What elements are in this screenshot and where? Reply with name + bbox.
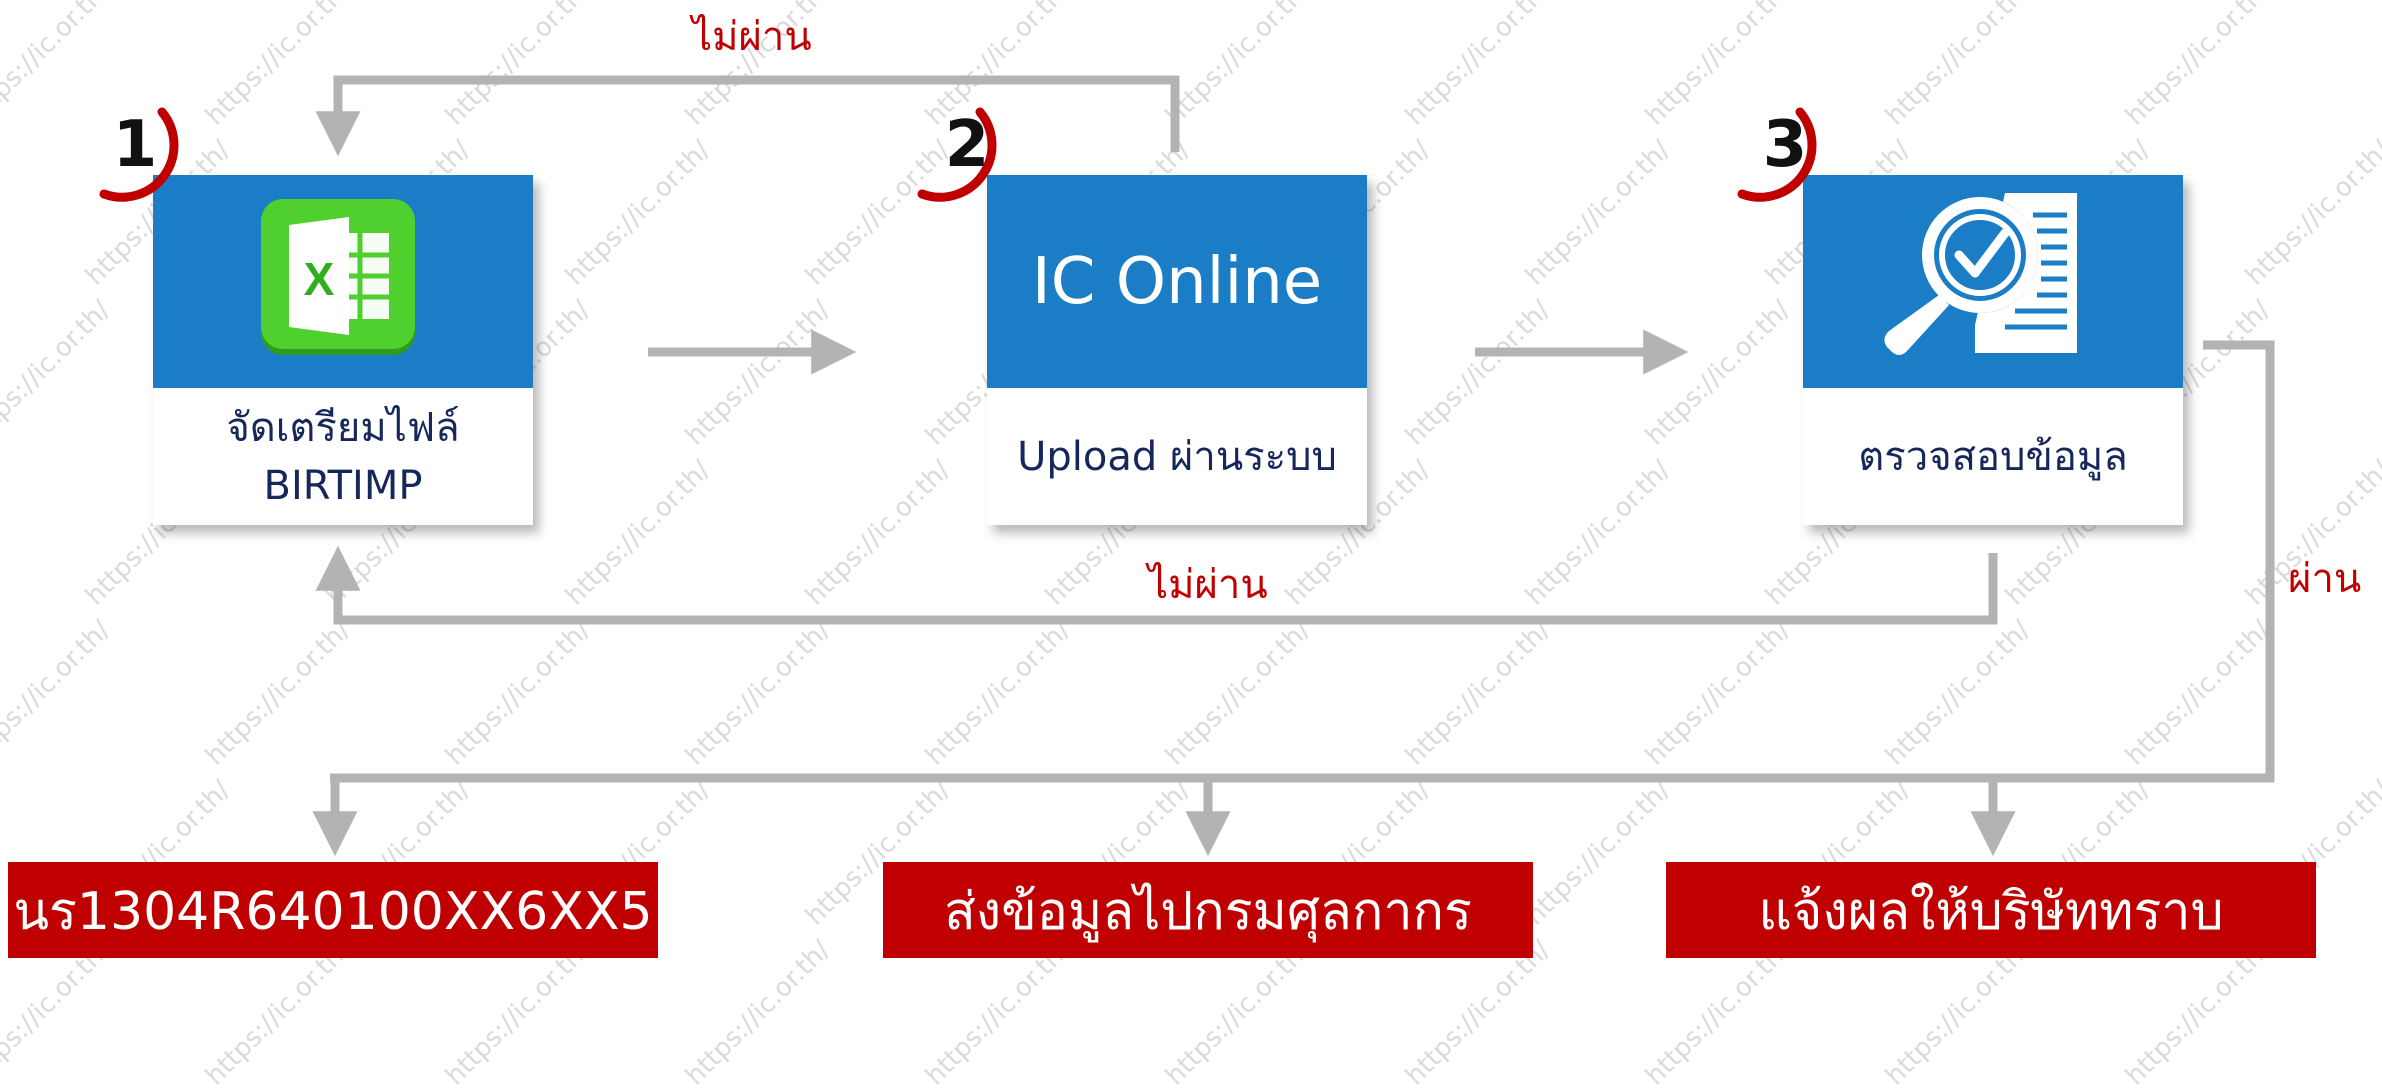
step-1-number: 1	[112, 108, 158, 182]
step-2-card: IC Online Upload ผ่านระบบ	[987, 175, 1367, 525]
output-box-3: แจ้งผลให้บริษัททราบ	[1666, 862, 2316, 958]
edge-label-fail-bottom: ไม่ผ่าน	[1148, 562, 1268, 608]
step-3-card-header	[1803, 175, 2183, 388]
step-1-arc	[99, 107, 179, 202]
watermark-text: https://ic.or.th/	[0, 935, 117, 1091]
watermark-text: https://ic.or.th/	[1880, 935, 2037, 1091]
step-2-card-header: IC Online	[987, 175, 1367, 388]
watermark-text: https://ic.or.th/	[1160, 935, 1317, 1091]
output-box-1-label: นร1304R640100XX6XX5	[13, 881, 653, 942]
edge-label-fail-top: ไม่ผ่าน	[692, 14, 812, 60]
step-3-label: ตรวจสอบข้อมูล	[1803, 388, 2183, 525]
step-1-label-line2: BIRTIMP	[263, 462, 423, 509]
watermark-text: https://ic.or.th/	[1640, 935, 1797, 1091]
step-1-label-line1: จัดเตรียมไฟล์	[226, 404, 460, 451]
step-3-card: ตรวจสอบข้อมูล	[1803, 175, 2183, 525]
svg-text:X: X	[304, 253, 335, 305]
step-3-arc	[1737, 107, 1817, 202]
document-search-check-icon	[1884, 193, 2077, 355]
step-2-label-text: Upload ผ่านระบบ	[1017, 433, 1337, 480]
watermark-text: https://ic.or.th/	[2120, 935, 2277, 1091]
watermark-text: https://ic.or.th/	[200, 935, 357, 1091]
step-1-label: จัดเตรียมไฟล์ BIRTIMP	[153, 388, 533, 525]
connectors	[312, 75, 2275, 857]
watermark-text: https://ic.or.th/	[920, 935, 1077, 1091]
output-box-2: ส่งข้อมูลไปกรมศุลกากร	[883, 862, 1533, 958]
output-box-1: นร1304R640100XX6XX5	[8, 862, 658, 958]
step-2-title: IC Online	[1031, 244, 1323, 319]
excel-icon: X	[261, 199, 415, 355]
step-2-arc	[917, 107, 997, 202]
step-1-card-header: X	[153, 175, 533, 388]
output-box-2-label: ส่งข้อมูลไปกรมศุลกากร	[944, 881, 1472, 942]
output-box-3-label: แจ้งผลให้บริษัททราบ	[1758, 881, 2224, 942]
watermark-text: https://ic.or.th/	[1400, 935, 1557, 1091]
arrow-pass-trunk	[330, 340, 2275, 783]
edge-label-pass: ผ่าน	[2288, 556, 2362, 602]
step-3-number: 3	[1762, 108, 1808, 182]
step-2-number: 2	[944, 108, 990, 182]
step-2-label: Upload ผ่านระบบ	[987, 388, 1367, 525]
arrow-fail-top	[315, 75, 1180, 157]
watermark-text: https://ic.or.th/	[680, 935, 837, 1091]
arrow-fail-bottom	[315, 545, 1998, 625]
watermark-text: https://ic.or.th/	[440, 935, 597, 1091]
step-1-card: X จัดเตรียมไฟล์ BIRTIMP	[153, 175, 533, 525]
step-3-label-text: ตรวจสอบข้อมูล	[1858, 433, 2128, 480]
